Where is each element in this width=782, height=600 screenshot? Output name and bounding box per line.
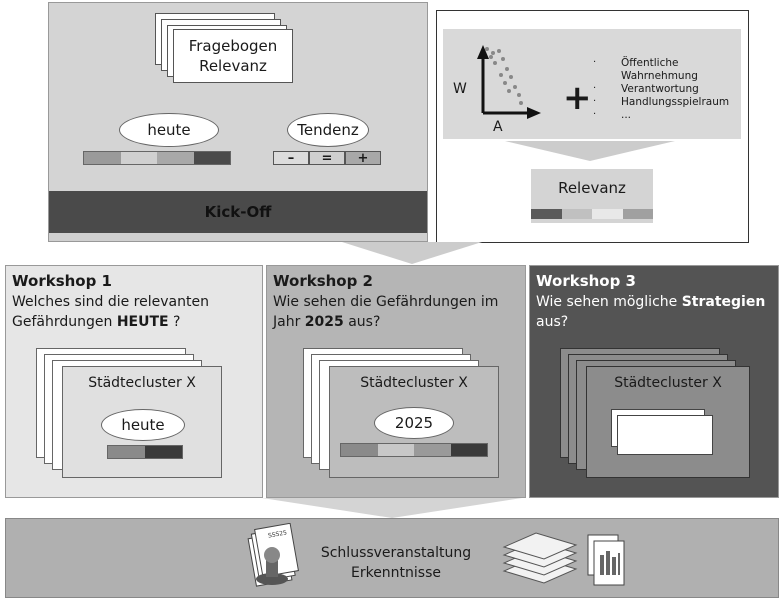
today-label: heute	[121, 416, 165, 434]
questionnaire-title: Fragebogen	[188, 37, 278, 55]
rating-segment-4	[450, 444, 487, 456]
paper-stack-icon	[502, 532, 578, 584]
question-line-2: aus?	[536, 314, 569, 330]
bullet-dot: ·	[593, 57, 597, 68]
relevance-label: Relevanz	[558, 179, 626, 197]
final-title: Schlussveranstaltung	[320, 545, 472, 561]
tendency-equal: =	[309, 151, 345, 165]
question-emphasis: 2025	[304, 314, 344, 330]
today-ellipse: heute	[101, 409, 185, 441]
relevance-criteria-area: W A + · · · · Öffentliche Wahrnehmung Ve…	[443, 29, 741, 139]
workshop-1-panel: Workshop 1 Welches sind die relevanten G…	[5, 265, 263, 498]
question-text: Gefährdungen	[12, 314, 117, 330]
criteria-list: Öffentliche Wahrnehmung Verantwortung Ha…	[621, 57, 729, 122]
final-subtitle: Erkenntnisse	[350, 565, 442, 581]
final-event-panel: SSS25 Schlussveranstaltung Erkenntnisse	[5, 518, 779, 598]
rating-segment-3	[592, 209, 623, 219]
criteria-item: ...	[621, 109, 632, 121]
criteria-item: Öffentliche	[621, 57, 679, 69]
cluster-sheet: Städtecluster X heute	[62, 366, 222, 478]
questionnaire-sheet: Fragebogen Relevanz	[173, 29, 293, 83]
cluster-sheet: Städtecluster X Strategie A	[586, 366, 750, 478]
rating-segment-1	[341, 444, 378, 456]
today-ellipse: heute	[119, 113, 219, 147]
kickoff-label: Kick-Off	[204, 203, 272, 221]
bullet-dot	[593, 70, 603, 83]
criteria-item: Handlungsspielraum	[621, 96, 730, 108]
question-text: Jahr	[273, 314, 305, 330]
year-label: 2025	[394, 414, 434, 432]
workshop-3-title: Workshop 3	[536, 272, 636, 290]
relevance-rating-bar	[531, 209, 653, 219]
down-arrow-icon	[342, 242, 482, 264]
strategy-card: Strategie A	[617, 415, 713, 455]
year-rating-bar	[340, 443, 488, 457]
down-arrow-icon	[262, 498, 522, 518]
today-label: heute	[147, 121, 191, 139]
tendency-minus: –	[273, 151, 309, 165]
bullet-dot: ·	[593, 96, 597, 107]
kickoff-band: Kick-Off	[49, 191, 427, 233]
tendency-scale: – = +	[273, 151, 381, 165]
rating-segment-4	[622, 209, 653, 219]
cluster-label: Städtecluster X	[614, 375, 722, 391]
question-line-2: Jahr 2025 aus?	[273, 312, 498, 332]
bullet-dot: ·	[593, 83, 597, 94]
final-event-text: Schlussveranstaltung Erkenntnisse	[296, 543, 496, 583]
axis-x-label: A	[493, 119, 503, 135]
question-line-2: Gefährdungen HEUTE ?	[12, 312, 209, 332]
rating-segment-4	[193, 152, 230, 164]
stamped-document-icon	[247, 523, 299, 587]
workshop-1-question: Welches sind die relevanten Gefährdungen…	[12, 292, 209, 332]
question-line-1: Welches sind die relevanten	[12, 294, 209, 310]
kickoff-panel: Fragebogen Relevanz heute Tendenz – = + …	[48, 2, 428, 242]
tendency-ellipse: Tendenz	[287, 113, 369, 147]
criteria-bullets: · · · ·	[593, 57, 603, 122]
rating-segment-1	[531, 209, 562, 219]
down-arrow-icon	[505, 141, 675, 161]
workshop-3-question: Wie sehen mögliche Strategien aus?	[536, 292, 765, 332]
scatter-axes-icon	[477, 45, 541, 119]
tendency-plus: +	[345, 151, 381, 165]
bullet-dot: ·	[593, 109, 597, 120]
workshop-2-title: Workshop 2	[273, 272, 373, 290]
question-line-1: Wie sehen die Gefährdungen im	[273, 294, 499, 310]
rating-segment-2	[377, 444, 414, 456]
axis-y-label: W	[453, 81, 467, 97]
rating-segment-1	[84, 152, 121, 164]
question-text: ?	[168, 314, 181, 330]
year-ellipse: 2025	[374, 407, 454, 439]
rating-segment-2	[561, 209, 592, 219]
criteria-item: Wahrnehmung	[621, 70, 698, 82]
rating-segment-1	[108, 446, 145, 458]
today-rating-bar	[83, 151, 231, 165]
rating-segment-3	[414, 444, 451, 456]
relevance-box: Relevanz	[531, 169, 653, 223]
workshop-2-panel: Workshop 2 Wie sehen die Gefährdungen im…	[266, 265, 526, 498]
question-emphasis: Strategien	[681, 294, 766, 310]
plus-symbol: +	[563, 78, 592, 118]
tendency-label: Tendenz	[297, 121, 359, 139]
cluster-sheet: Städtecluster X 2025	[329, 366, 499, 478]
today-rating-bar	[107, 445, 183, 459]
workshop-2-question: Wie sehen die Gefährdungen im Jahr 2025 …	[273, 292, 498, 332]
question-text: aus?	[343, 314, 381, 330]
question-emphasis: HEUTE	[116, 314, 169, 330]
cluster-label: Städtecluster X	[360, 375, 468, 391]
criteria-item: Verantwortung	[621, 83, 699, 95]
report-document-icon	[587, 534, 625, 586]
question-line-1: Wie sehen mögliche Strategien	[536, 292, 765, 312]
rating-segment-3	[157, 152, 194, 164]
rating-segment-2	[145, 446, 182, 458]
workshop-1-title: Workshop 1	[12, 272, 112, 290]
kickoff-footer-strip	[49, 233, 427, 241]
questionnaire-subtitle: Relevanz	[199, 57, 267, 75]
question-text: Wie sehen mögliche	[536, 294, 682, 310]
strategy-label: Strategie A	[625, 427, 705, 443]
rating-segment-2	[120, 152, 157, 164]
relevance-panel: W A + · · · · Öffentliche Wahrnehmung Ve…	[436, 10, 749, 243]
cluster-label: Städtecluster X	[88, 375, 196, 391]
workshop-3-panel: Workshop 3 Wie sehen mögliche Strategien…	[529, 265, 779, 498]
